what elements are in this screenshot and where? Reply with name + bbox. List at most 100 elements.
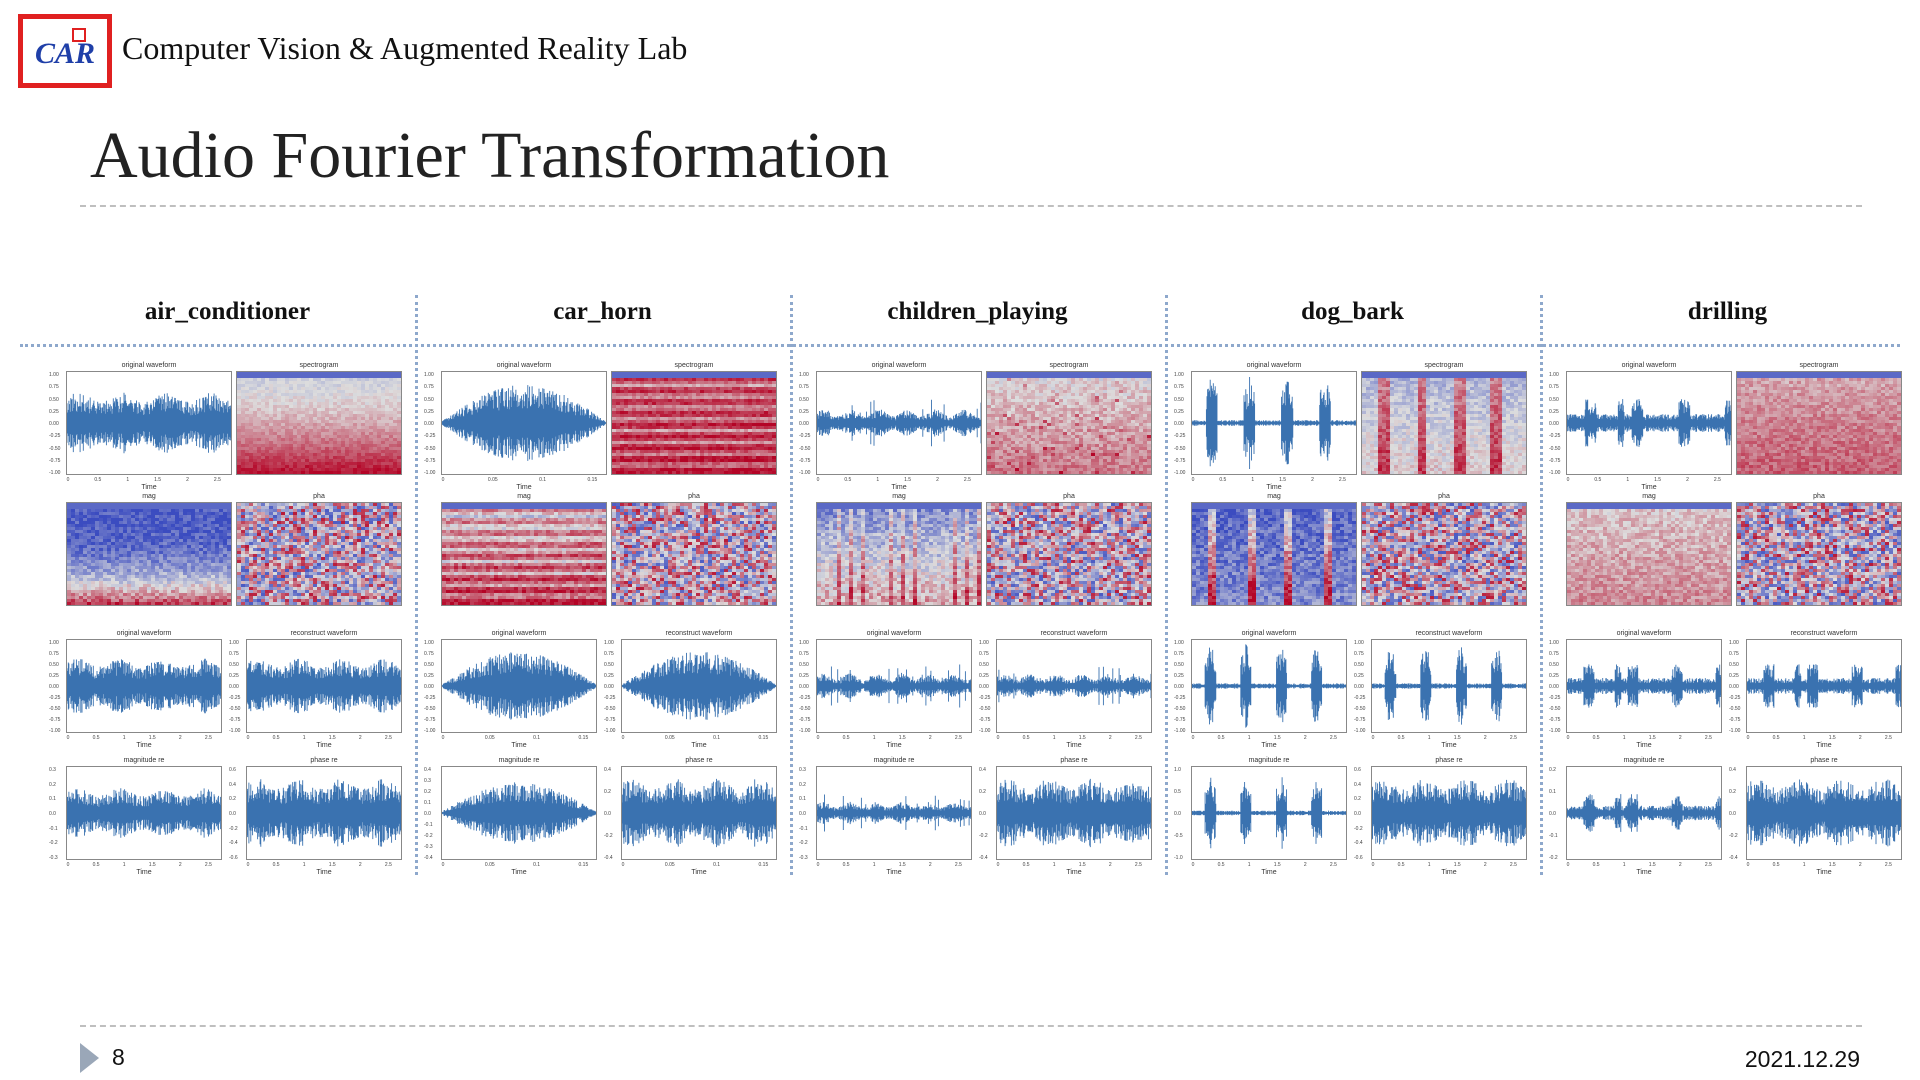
original-waveform-2-panel-x-axis-label: Time xyxy=(1566,742,1722,749)
phase-re-panel xyxy=(246,766,402,860)
y-tick-label: 0.6 xyxy=(1354,767,1361,773)
y-tick-label: -0.25 xyxy=(799,433,810,439)
x-tick-label: 0.5 xyxy=(270,862,282,868)
x-tick-label: 2 xyxy=(1307,477,1319,483)
y-tick-label: 0.4 xyxy=(229,782,236,788)
y-tick-label: 0.75 xyxy=(1549,651,1559,657)
reconstruct-waveform-panel-x-axis-label: Time xyxy=(246,742,402,749)
y-tick-label: -0.2 xyxy=(1354,826,1363,832)
y-tick-label: 0.25 xyxy=(1354,673,1364,679)
y-tick-label: -0.2 xyxy=(979,833,988,839)
y-tick-label: -0.4 xyxy=(604,855,613,861)
reconstruct-waveform-panel-plot xyxy=(1372,647,1526,725)
y-tick-label: -1.00 xyxy=(1174,470,1185,476)
reconstruct-waveform-panel xyxy=(246,639,402,733)
y-tick-label: -1.00 xyxy=(1549,470,1560,476)
magnitude-re-panel-plot xyxy=(1192,777,1346,849)
pha-panel xyxy=(986,502,1152,606)
pha-panel-title: pha xyxy=(611,493,777,500)
y-tick-label: -0.4 xyxy=(1729,855,1738,861)
x-tick-label: 1.5 xyxy=(902,477,914,483)
mag-panel-title: mag xyxy=(441,493,607,500)
x-tick-label: 2.5 xyxy=(952,862,964,868)
x-tick-label: 1 xyxy=(298,735,310,741)
x-tick-label: 2 xyxy=(182,477,194,483)
mag-panel-plot xyxy=(67,503,231,605)
y-tick-label: 0.50 xyxy=(229,662,239,668)
heatmap-cells xyxy=(1362,372,1526,474)
phase-re-panel-plot xyxy=(1747,779,1901,847)
y-tick-label: -1.00 xyxy=(1354,728,1365,734)
reconstruct-waveform-panel xyxy=(621,639,777,733)
x-tick-label: 0 xyxy=(812,862,824,868)
x-tick-label: 0 xyxy=(242,862,254,868)
x-tick-label: 1 xyxy=(1618,735,1630,741)
spectrogram-panel-plot xyxy=(1737,372,1901,474)
lab-logo-mark: CAR xyxy=(35,28,95,70)
y-tick-label: 1.00 xyxy=(1354,640,1364,646)
original-waveform-2-panel-plot xyxy=(442,652,596,720)
spectrogram-panel-plot xyxy=(987,372,1151,474)
y-tick-label: -1.00 xyxy=(604,728,615,734)
x-tick-label: 0.15 xyxy=(757,862,769,868)
y-tick-label: 0.6 xyxy=(229,767,236,773)
x-tick-label: 2.5 xyxy=(1507,862,1519,868)
original-waveform-2-panel-title: original waveform xyxy=(1566,630,1722,637)
y-tick-label: 0.50 xyxy=(1174,397,1184,403)
y-tick-label: 0.0 xyxy=(799,811,806,817)
phase-re-panel-x-axis-label: Time xyxy=(621,869,777,876)
heatmap-cells xyxy=(612,503,776,605)
x-tick-label: 1 xyxy=(1243,862,1255,868)
spectrogram-panel-plot xyxy=(612,372,776,474)
x-tick-label: 0 xyxy=(1187,862,1199,868)
reconstruct-waveform-panel-title: reconstruct waveform xyxy=(621,630,777,637)
x-tick-label: 0.05 xyxy=(484,735,496,741)
y-tick-label: -0.75 xyxy=(604,717,615,723)
mag-panel xyxy=(1191,502,1357,606)
y-tick-label: 0.50 xyxy=(799,397,809,403)
waveform-trace xyxy=(1567,399,1731,447)
reconstruct-waveform-panel xyxy=(1746,639,1902,733)
y-tick-label: -0.25 xyxy=(604,695,615,701)
x-tick-label: 2 xyxy=(174,735,186,741)
x-tick-label: 0.1 xyxy=(711,862,723,868)
waveform-trace xyxy=(67,788,221,838)
y-tick-label: 0.75 xyxy=(604,651,614,657)
category-header-rule xyxy=(20,344,1900,347)
pha-panel-plot xyxy=(237,503,401,605)
y-tick-label: 1.00 xyxy=(1729,640,1739,646)
y-tick-label: 0.4 xyxy=(604,767,611,773)
y-tick-label: -0.25 xyxy=(1354,695,1365,701)
y-tick-label: 0.00 xyxy=(799,684,809,690)
y-tick-label: -1.0 xyxy=(1174,855,1183,861)
heatmap-cells xyxy=(612,372,776,474)
y-tick-label: -0.1 xyxy=(1549,833,1558,839)
x-tick-label: 1.5 xyxy=(1271,735,1283,741)
y-tick-label: 0.0 xyxy=(1549,811,1556,817)
y-tick-label: 0.1 xyxy=(424,800,431,806)
y-tick-label: 0.25 xyxy=(424,409,434,415)
original-waveform-2-panel xyxy=(1566,639,1722,733)
y-tick-label: -0.75 xyxy=(424,458,435,464)
x-tick-label: 2.5 xyxy=(1327,862,1339,868)
mag-panel-plot xyxy=(817,503,981,605)
original-waveform-panel-x-axis-label: Time xyxy=(1566,484,1732,491)
y-tick-label: 0.0 xyxy=(229,811,236,817)
x-tick-label: 0.5 xyxy=(840,862,852,868)
heatmap-cells xyxy=(237,372,401,474)
reconstruct-waveform-panel-plot xyxy=(247,658,401,714)
y-tick-label: 0.75 xyxy=(1729,651,1739,657)
magnitude-re-panel xyxy=(66,766,222,860)
x-tick-label: 1.5 xyxy=(152,477,164,483)
y-tick-label: 0.00 xyxy=(424,421,434,427)
x-tick-label: 1 xyxy=(868,735,880,741)
y-tick-label: -0.1 xyxy=(424,822,433,828)
y-tick-label: 0.2 xyxy=(1729,789,1736,795)
y-tick-label: 0.4 xyxy=(1354,782,1361,788)
mag-panel-plot xyxy=(1192,503,1356,605)
y-tick-label: -0.25 xyxy=(1729,695,1740,701)
original-waveform-2-panel-title: original waveform xyxy=(441,630,597,637)
x-tick-label: 0.15 xyxy=(586,477,598,483)
y-tick-label: -0.4 xyxy=(1354,840,1363,846)
x-tick-label: 1 xyxy=(1048,735,1060,741)
